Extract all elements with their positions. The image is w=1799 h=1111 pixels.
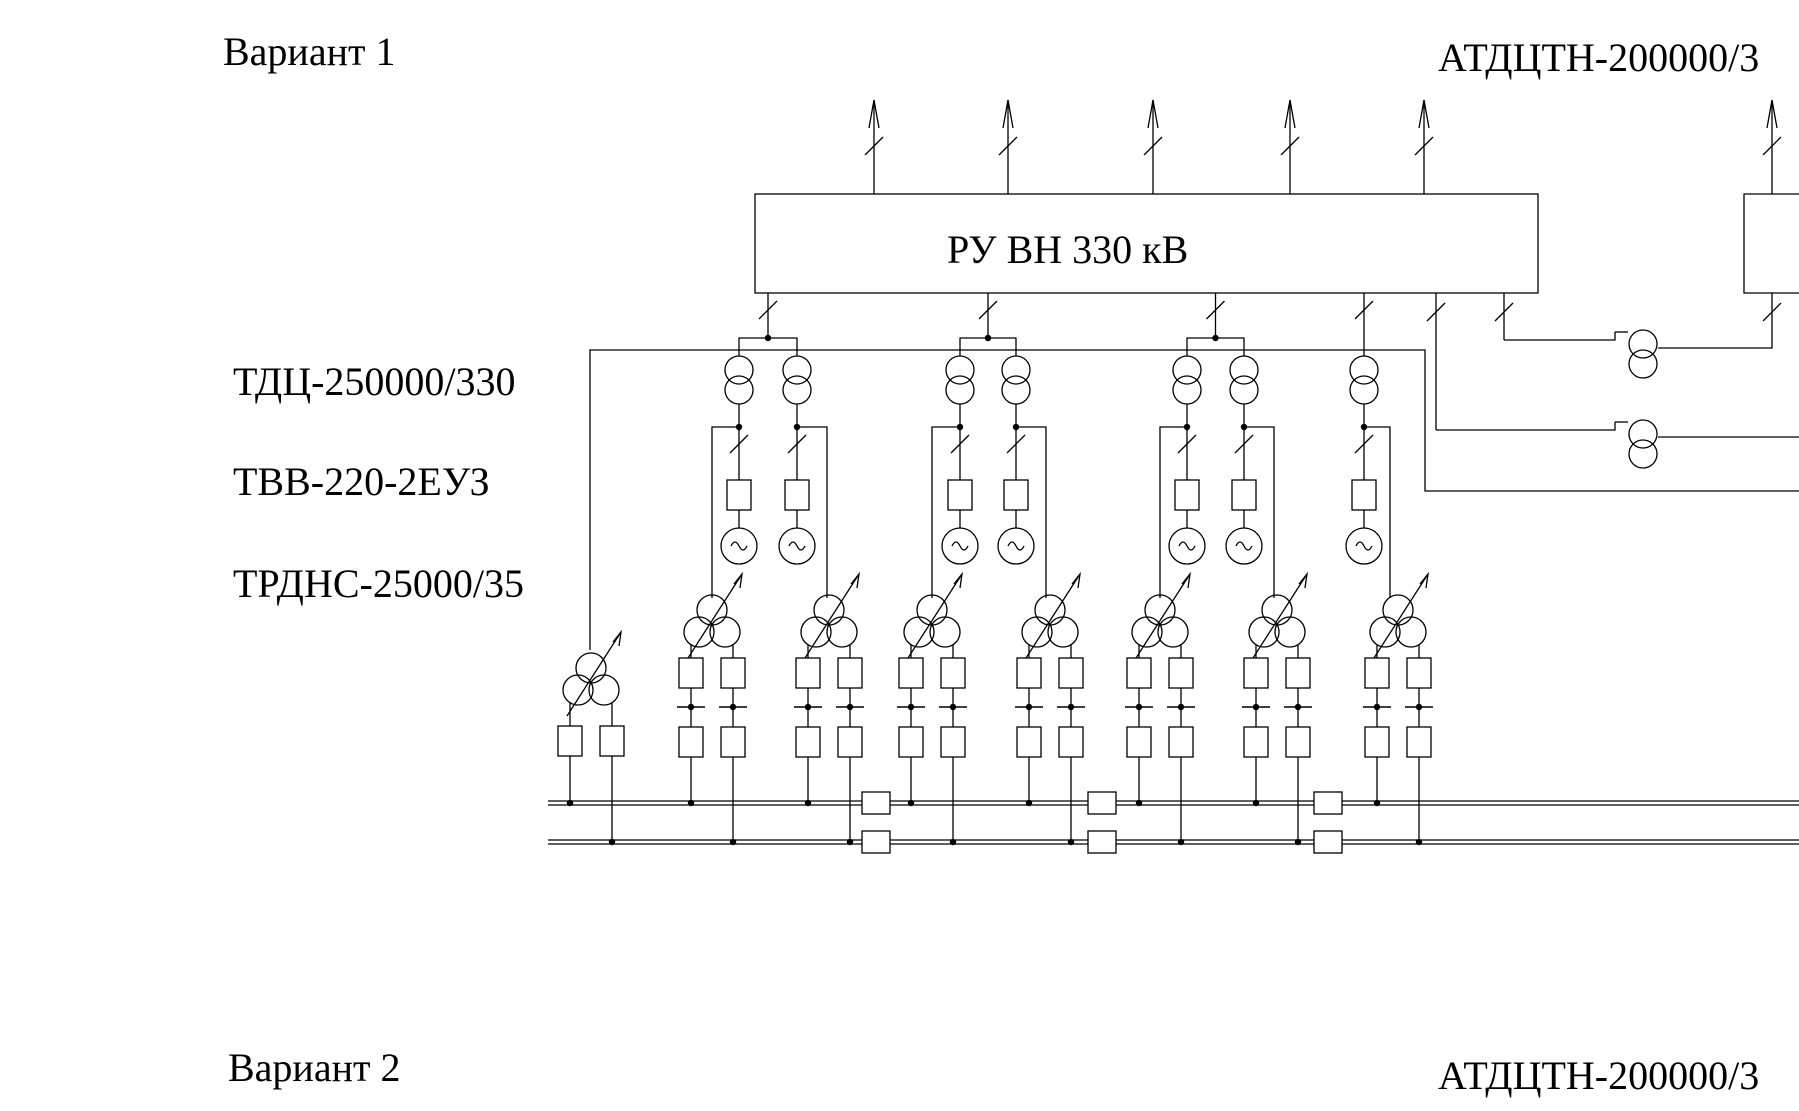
transformer-icon	[945, 355, 975, 405]
legend-generator: ТВВ-220-2ЕУЗ	[233, 459, 490, 504]
aux-transformer-icon	[1248, 571, 1308, 659]
generator-block-3	[1174, 293, 1257, 528]
aux-branch-1b	[794, 426, 864, 846]
transformer-icon	[724, 355, 754, 405]
transformer-icon	[1001, 355, 1031, 405]
transformer-icon	[1172, 355, 1202, 405]
transformer-icon	[1349, 355, 1379, 405]
arrow-up-icon	[1143, 99, 1163, 194]
aux-bus-section-1	[548, 800, 1799, 845]
variant-1-autotransformer-label: АТДЦТН-200000/3	[1438, 35, 1760, 80]
transformer-icon	[1229, 355, 1259, 405]
aux-branch-3b	[1242, 426, 1312, 846]
transformer-icon	[1628, 419, 1658, 469]
breaker-icon	[1313, 791, 1343, 815]
aux-branch-1a	[677, 426, 747, 846]
breaker-icon	[861, 791, 891, 815]
legend-aux-transformer: ТРДНС-25000/35	[233, 561, 524, 606]
generator-icon	[1345, 527, 1383, 565]
variant-1-title: Вариант 1	[223, 29, 396, 74]
generator-icon	[720, 527, 758, 565]
switchgear-box	[754, 193, 1539, 294]
autotransformer-link-2	[1426, 293, 1799, 438]
breaker-icon	[1087, 791, 1117, 815]
aux-transformer-icon	[683, 571, 743, 659]
aux-transformer-icon	[1021, 571, 1081, 659]
reserve-aux-transformer	[557, 349, 1799, 846]
variant-2-autotransformer-label: АТДЦТН-200000/3	[1438, 1053, 1760, 1098]
generator-block-2	[947, 293, 1029, 528]
aux-transformer-icon	[903, 571, 963, 659]
generator-icon	[997, 527, 1035, 565]
legend-transformer: ТДЦ-250000/330	[233, 359, 516, 404]
breaker-icon	[861, 830, 891, 854]
generator-icon	[778, 527, 816, 565]
generator-icon	[941, 527, 979, 565]
breaker-icon	[1313, 830, 1343, 854]
transformer-icon	[782, 355, 812, 405]
generator-block-1	[726, 293, 810, 528]
generator-block-4	[1351, 293, 1377, 528]
arrow-up-icon	[998, 99, 1018, 194]
aux-transformer-icon	[800, 571, 860, 659]
breaker-icon	[1087, 830, 1117, 854]
transformer-icon	[1628, 329, 1658, 379]
aux-transformer-icon	[562, 629, 622, 717]
aux-transformer-icon	[1131, 571, 1191, 659]
variant-2-title: Вариант 2	[228, 1045, 401, 1090]
arrow-up-icon	[1414, 99, 1434, 194]
switchgear-label: РУ ВН 330 кВ	[947, 227, 1189, 272]
generator-icon	[1168, 527, 1206, 565]
arrow-up-icon	[1762, 99, 1782, 194]
arrow-up-icon	[1280, 99, 1300, 194]
aux-transformer-icon	[1369, 571, 1429, 659]
aux-branch-2a	[897, 426, 967, 846]
switchgear-box-2	[1743, 193, 1799, 294]
arrow-up-icon	[864, 99, 884, 194]
aux-branch-4	[1363, 426, 1433, 846]
generator-icon	[1225, 527, 1263, 565]
autotransformer-link-1	[1494, 293, 1782, 349]
